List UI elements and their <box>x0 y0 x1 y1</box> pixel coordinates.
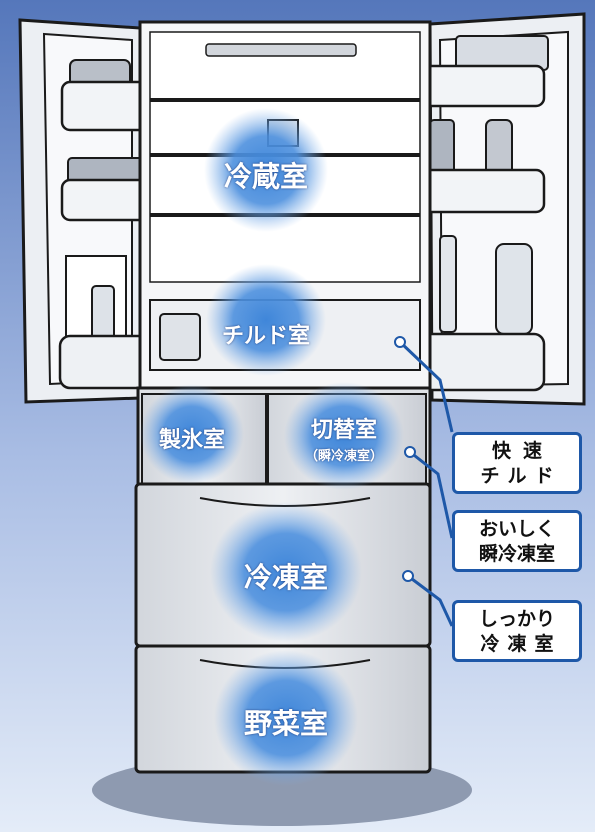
callout-quick-chilled: 快速 チルド <box>452 432 582 494</box>
label-chilled: チルド室 <box>221 324 310 349</box>
callout-deep-freeze-line2: 冷凍室 <box>480 633 562 655</box>
label-ice: 製氷室 <box>158 428 225 453</box>
callout-instant-freeze-line2: 瞬冷凍室 <box>478 543 555 565</box>
label-vegetable: 野菜室 <box>243 707 328 740</box>
glow-switch <box>284 382 404 490</box>
glow-fridge <box>204 108 328 232</box>
dot-freezer <box>402 570 414 582</box>
left-door <box>18 18 164 404</box>
glow-freezer <box>210 502 362 642</box>
callout-deep-freeze-line1: しっかり <box>478 608 555 630</box>
leader-instant-freeze <box>409 450 454 539</box>
leader-deep-freeze <box>407 574 454 627</box>
label-switch-main: 切替室 <box>310 418 377 443</box>
leader-dots <box>394 336 416 582</box>
label-fridge: 冷蔵室 <box>223 160 308 193</box>
zone-glows <box>140 108 404 786</box>
label-freezer: 冷凍室 <box>243 561 328 594</box>
callout-instant-freeze-line1: おいしく <box>478 518 555 540</box>
right-door <box>408 12 586 406</box>
leader-quick-chilled <box>398 340 454 433</box>
callout-quick-chilled-line2: チルド <box>480 465 562 487</box>
label-switch: 切替室 （瞬冷凍室） <box>274 412 414 464</box>
glow-chilled <box>206 264 326 376</box>
leader-lines <box>398 340 454 627</box>
glow-vegetable <box>214 650 358 786</box>
glow-ice <box>140 384 244 484</box>
callout-instant-freeze: おいしく 瞬冷凍室 <box>452 510 582 572</box>
callout-deep-freeze: しっかり 冷凍室 <box>452 600 582 662</box>
dot-chilled <box>394 336 406 348</box>
dot-switch <box>404 446 416 458</box>
callout-quick-chilled-line1: 快速 <box>491 440 554 462</box>
label-switch-sub: （瞬冷凍室） <box>304 449 383 464</box>
